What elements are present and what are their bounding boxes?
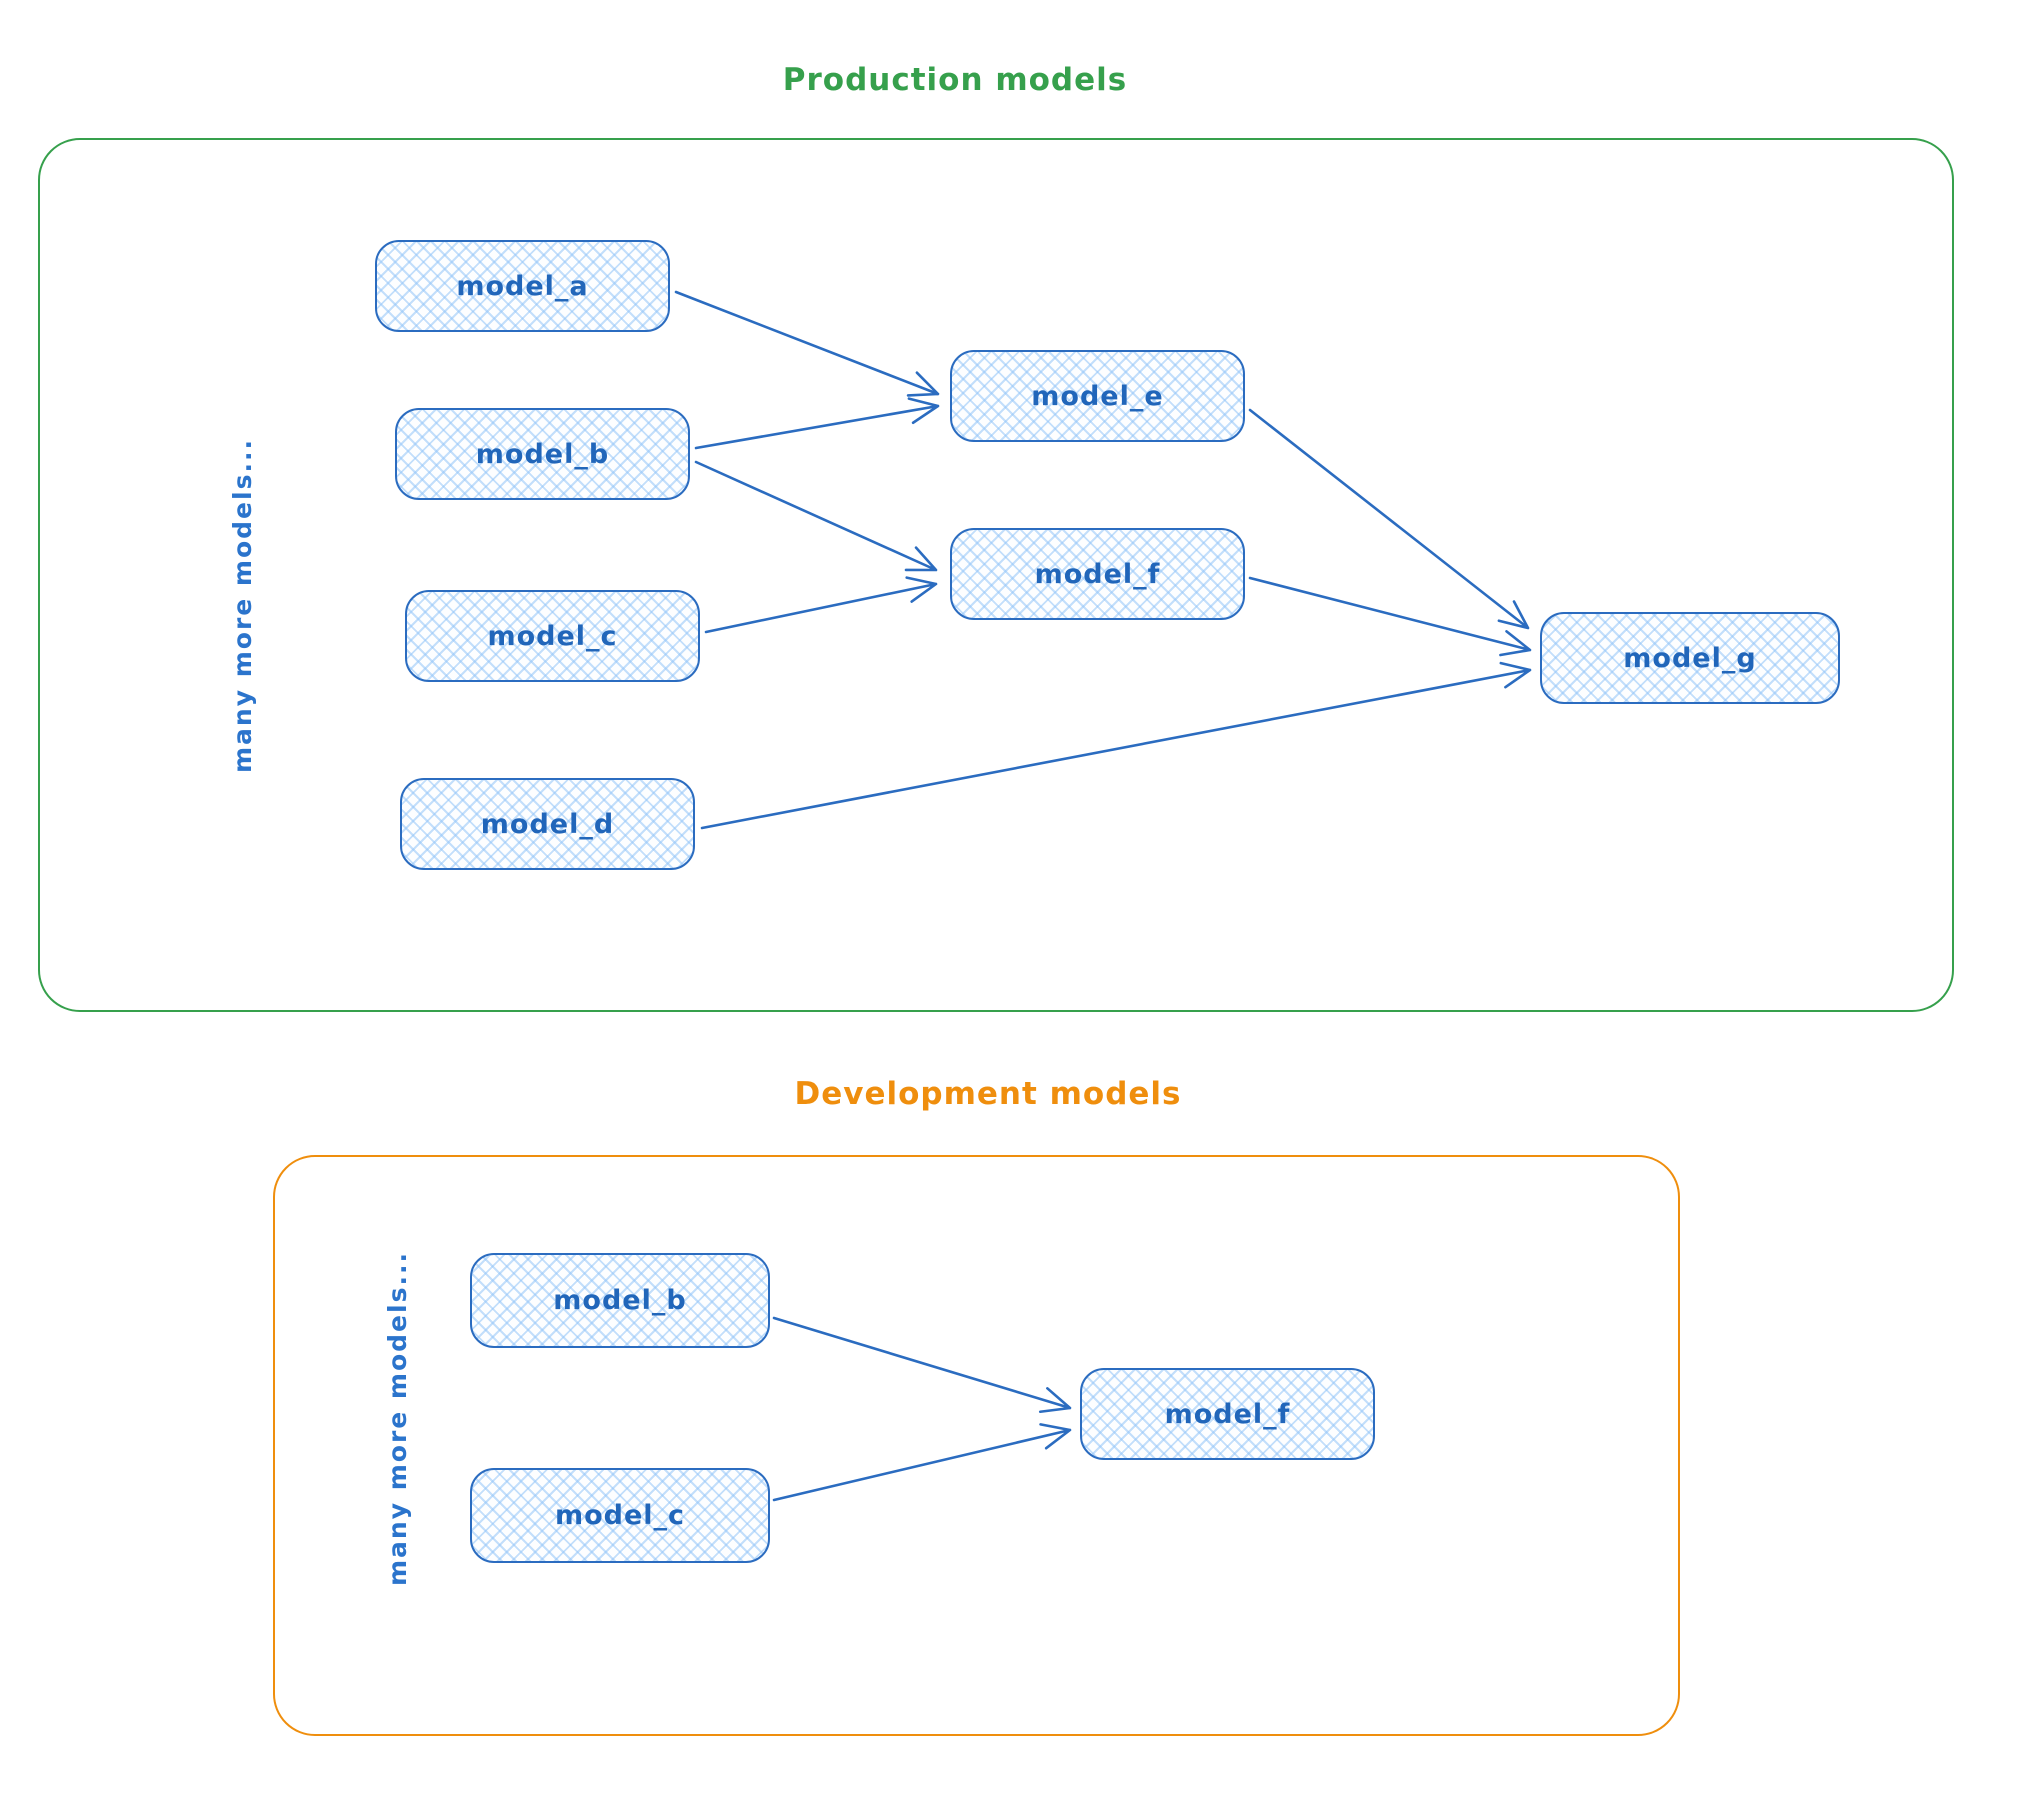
production-node-model_b[interactable]: model_b	[395, 408, 690, 500]
development-section-box	[273, 1155, 1680, 1736]
development-node-model_b[interactable]: model_b	[470, 1253, 770, 1348]
development-section-title: Development models	[794, 1076, 1182, 1112]
production-node-model_f[interactable]: model_f	[950, 528, 1245, 620]
production-node-model_c[interactable]: model_c	[405, 590, 700, 682]
production-side-label: many more models...	[228, 438, 257, 773]
development-side-label: many more models...	[383, 1251, 412, 1586]
production-node-model_a[interactable]: model_a	[375, 240, 670, 332]
development-node-model_c[interactable]: model_c	[470, 1468, 770, 1563]
production-section-title: Production models	[782, 62, 1128, 98]
production-node-model_g[interactable]: model_g	[1540, 612, 1840, 704]
development-node-model_f[interactable]: model_f	[1080, 1368, 1375, 1460]
production-node-model_d[interactable]: model_d	[400, 778, 695, 870]
production-section-box	[38, 138, 1954, 1012]
production-node-model_e[interactable]: model_e	[950, 350, 1245, 442]
